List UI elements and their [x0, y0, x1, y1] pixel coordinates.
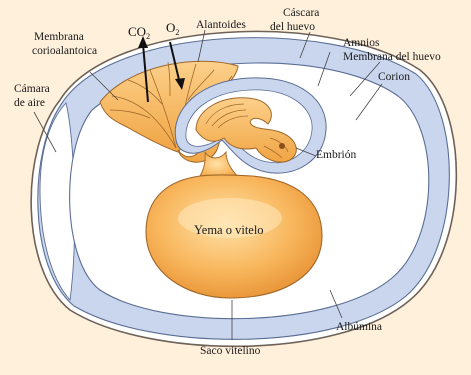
- label-camara-1: Cámara: [14, 83, 50, 95]
- label-camara-2: de aire: [14, 97, 45, 109]
- label-albumina: Albúmina: [336, 321, 382, 333]
- label-cascara-2: del huevo: [270, 21, 315, 33]
- label-membrana-2: corioalantoica: [32, 45, 97, 57]
- label-membrana-1: Membrana: [34, 31, 84, 43]
- label-cascara-1: Cáscara: [283, 7, 319, 19]
- embryo-eye: [279, 143, 285, 149]
- label-amnios: Amnios: [343, 37, 380, 49]
- label-membrana-huevo: Membrana del huevo: [343, 51, 441, 63]
- label-saco-vitelino: Saco vitelino: [200, 345, 261, 357]
- label-alantoides: Alantoides: [196, 19, 246, 31]
- label-corion: Corion: [378, 71, 410, 83]
- label-yema: Yema o vitelo: [194, 223, 264, 237]
- label-embrion: Embrión: [316, 149, 356, 161]
